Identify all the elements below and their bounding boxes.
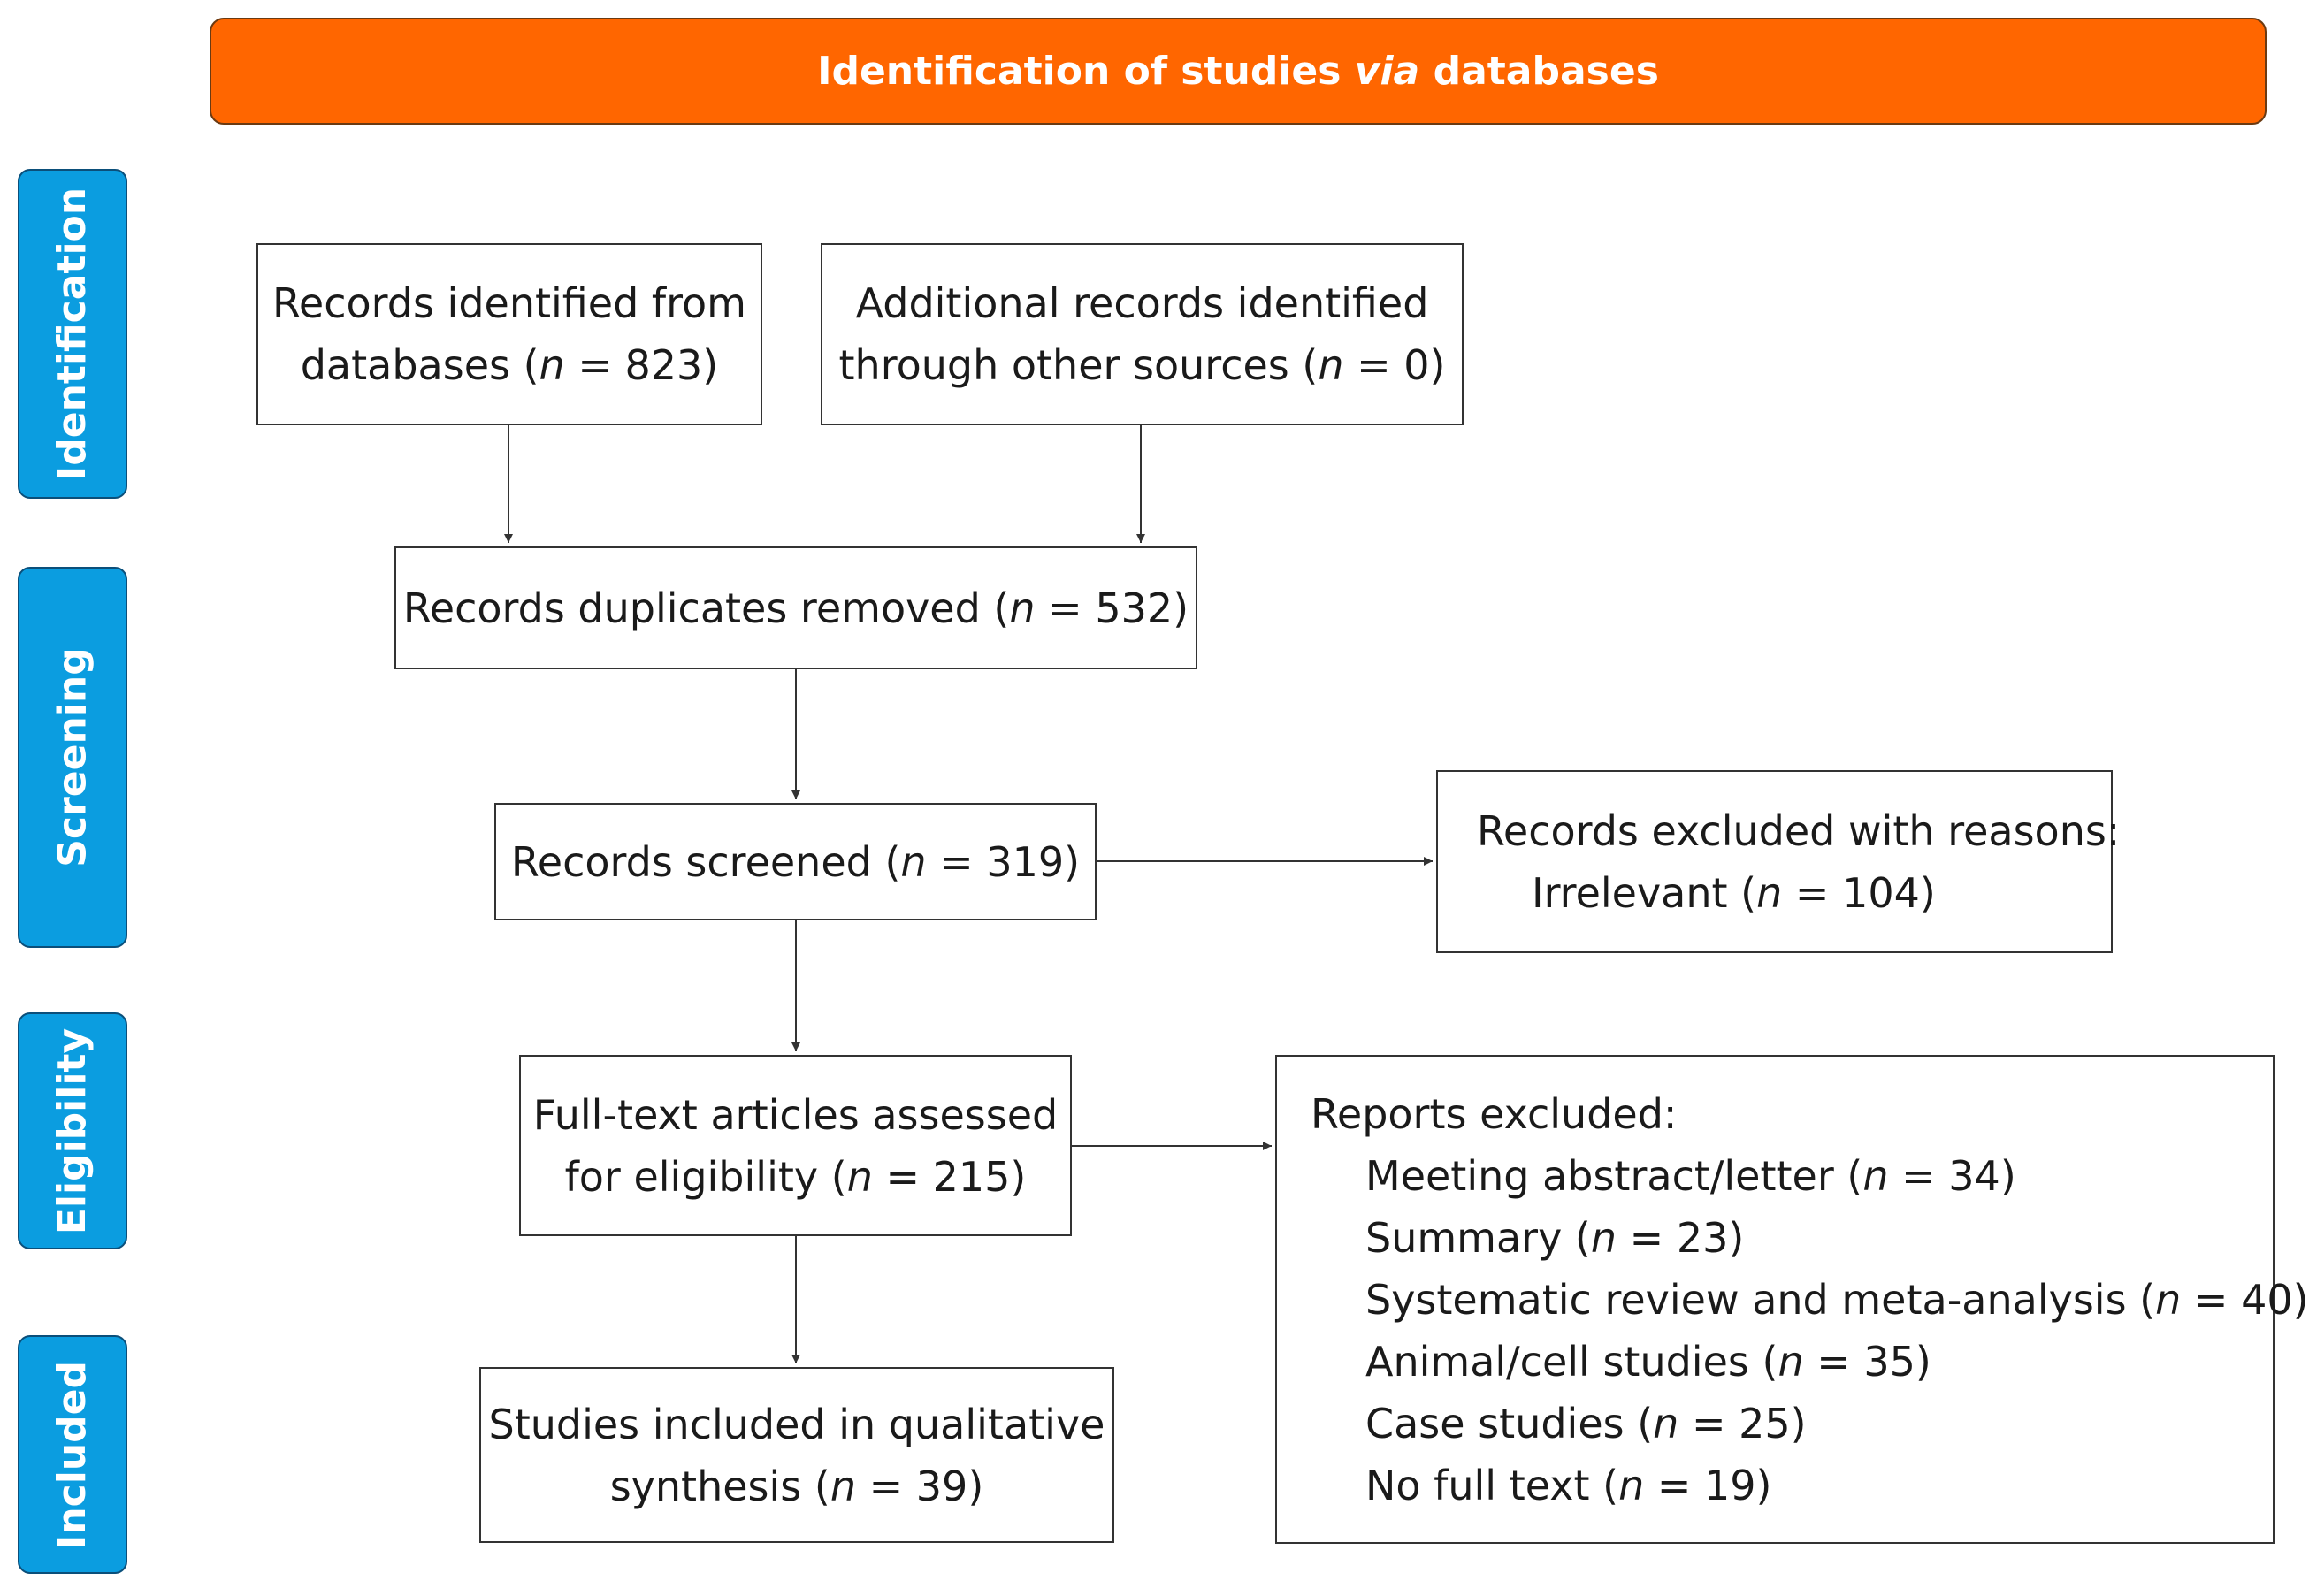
stage-identification: Identification: [18, 169, 127, 499]
stage-eligibility: Eligibility: [18, 1012, 127, 1249]
box-records-databases: Records identified from databases (n = 8…: [256, 243, 762, 425]
header-banner: Identification of studies via databases: [210, 18, 2267, 125]
header-title: Identification of studies via databases: [817, 49, 1659, 94]
box-studies-included: Studies included in qualitative synthesi…: [479, 1367, 1114, 1543]
box-records-excluded: Records excluded with reasons: Irrelevan…: [1436, 770, 2120, 953]
box-fulltext-assessed: Full-text articles assessed for eligibil…: [519, 1055, 1072, 1236]
box-records-other-sources: Additional records identified through ot…: [821, 243, 1464, 425]
stage-included: Included: [18, 1335, 127, 1574]
stage-screening: Screening: [18, 567, 127, 948]
list-item: No full text (n = 19): [1365, 1461, 1772, 1509]
box-reports-excluded: Reports excluded: Meeting abstract/lette…: [1275, 1055, 2309, 1544]
list-item: Systematic review and meta-analysis (n =…: [1365, 1275, 2309, 1324]
list-item: Meeting abstract/letter (n = 34): [1365, 1151, 2016, 1200]
box-duplicates-removed: Records duplicates removed (n = 532): [394, 546, 1197, 669]
list-item: Summary (n = 23): [1365, 1213, 1745, 1262]
list-item: Animal/cell studies (n = 35): [1365, 1337, 1931, 1386]
box-records-screened: Records screened (n = 319): [494, 803, 1097, 920]
list-item: Case studies (n = 25): [1365, 1399, 1807, 1447]
